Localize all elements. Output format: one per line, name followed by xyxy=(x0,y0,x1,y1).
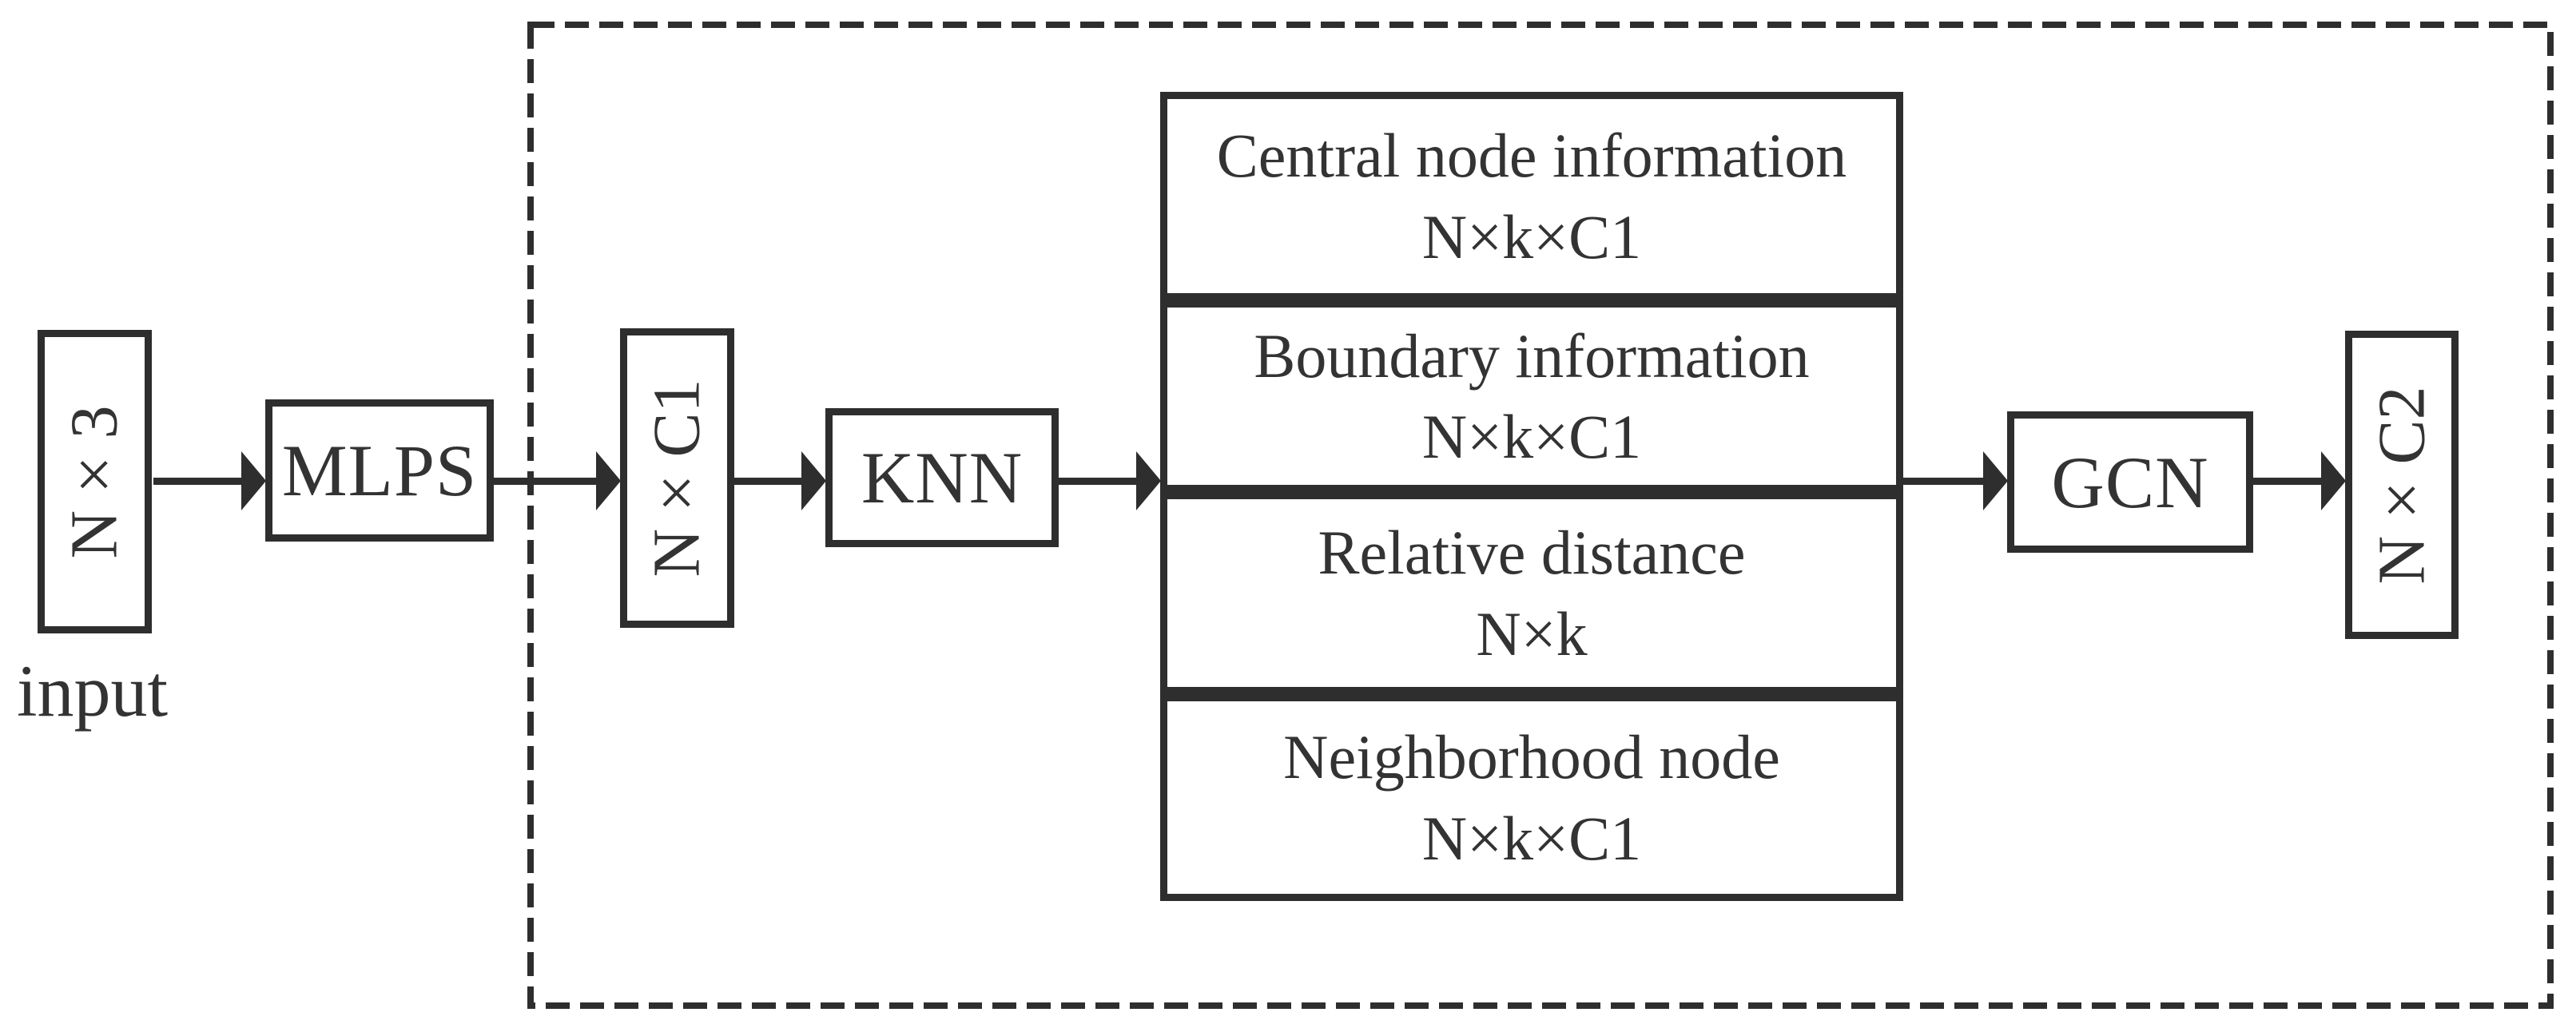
stack-section-title: Boundary information xyxy=(1254,320,1810,391)
arrow-gcn-to-output-line xyxy=(2253,478,2321,485)
module-boundary-dashed-box xyxy=(527,22,2554,1009)
output-tensor-label: N × C2 xyxy=(2364,385,2439,585)
stack-section-boundary: Boundary information N×k×C1 xyxy=(1167,308,1896,485)
mlps-label: MLPS xyxy=(281,430,478,511)
nc1-tensor-label: N × C1 xyxy=(640,379,714,578)
stack-section-title: Central node information xyxy=(1216,121,1847,191)
input-tensor-label: N × 3 xyxy=(58,404,133,559)
gcn-box: GCN xyxy=(2007,411,2253,553)
stack-section-dim: N×k×C1 xyxy=(1421,803,1642,873)
arrow-knn-to-stack-line xyxy=(1055,478,1136,485)
stack-section-relative-distance: Relative distance N×k xyxy=(1167,499,1896,687)
stack-section-title: Relative distance xyxy=(1318,518,1746,588)
input-tensor-box: N × 3 xyxy=(38,330,152,633)
arrow-knn-to-stack-head-icon xyxy=(1136,451,1161,510)
input-caption: input xyxy=(16,650,169,732)
nc1-tensor-box: N × C1 xyxy=(620,328,734,628)
arrow-stack-to-gcn-line xyxy=(1903,478,1983,485)
arrow-gcn-to-output-head-icon xyxy=(2321,451,2346,510)
knn-box: KNN xyxy=(825,408,1059,547)
arrow-input-to-mlps-line xyxy=(153,478,241,485)
arrow-mlps-to-nc1-head-icon xyxy=(596,451,621,510)
gcn-label: GCN xyxy=(2051,441,2209,523)
arrow-mlps-to-nc1-line xyxy=(491,478,596,485)
output-tensor-box: N × C2 xyxy=(2345,331,2459,639)
stack-section-title: Neighborhood node xyxy=(1283,722,1780,792)
stack-section-dim: N×k×C1 xyxy=(1421,201,1642,272)
arrow-stack-to-gcn-head-icon xyxy=(1983,451,2008,510)
stack-section-central-node: Central node information N×k×C1 xyxy=(1167,99,1896,293)
feature-stack-box: Central node information N×k×C1 Boundary… xyxy=(1160,92,1903,901)
arrow-nc1-to-knn-head-icon xyxy=(801,451,826,510)
arrow-input-to-mlps-head-icon xyxy=(241,451,266,510)
stack-section-dim: N×k×C1 xyxy=(1421,402,1642,471)
mlps-box: MLPS xyxy=(265,399,494,542)
stack-divider-1 xyxy=(1167,293,1896,308)
stack-section-dim: N×k xyxy=(1476,598,1588,669)
knn-label: KNN xyxy=(861,437,1024,518)
stack-section-neighborhood-node: Neighborhood node N×k×C1 xyxy=(1167,701,1896,894)
stack-divider-3 xyxy=(1167,687,1896,701)
arrow-nc1-to-knn-line xyxy=(734,478,801,485)
stack-divider-flow-axis xyxy=(1167,485,1896,499)
